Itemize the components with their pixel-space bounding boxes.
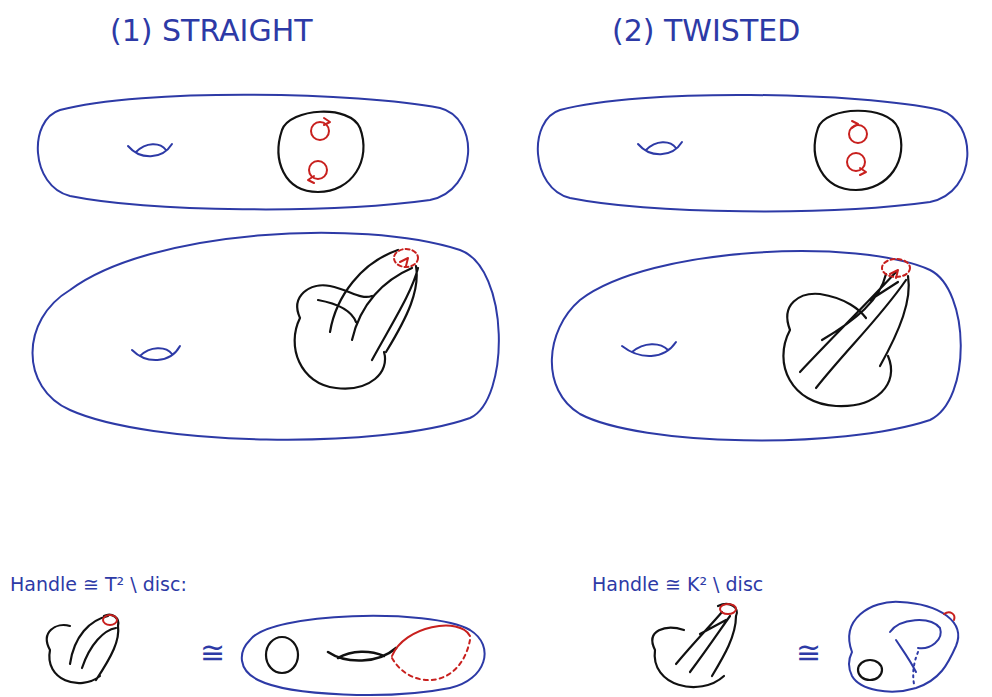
surface-outline — [38, 95, 468, 210]
surface-outline — [552, 251, 961, 440]
homeomorphism-sign: ≅ — [796, 636, 821, 671]
red-dashed-circle — [394, 249, 418, 267]
handle-base — [783, 294, 891, 406]
handle-tube — [318, 250, 418, 360]
homeomorphism-sign: ≅ — [200, 636, 225, 671]
surface-outline — [33, 233, 499, 440]
red-circle — [847, 153, 865, 171]
puncture — [858, 660, 882, 680]
red-arrow — [852, 121, 866, 175]
handle-caption: Handle ≅ K² \ disc — [592, 574, 763, 596]
small-handle — [47, 615, 118, 683]
red-mark — [944, 612, 954, 620]
genus-hole — [128, 144, 172, 156]
torus-outline — [242, 616, 485, 695]
red-circle — [309, 161, 327, 179]
red-dashed-circle — [882, 259, 910, 277]
surface-outline — [538, 95, 968, 211]
handle-tube — [800, 272, 909, 388]
klein-handle-inner — [890, 620, 941, 672]
red-circle — [720, 604, 736, 614]
klein-handle-dotted — [913, 652, 918, 684]
genus-hole — [132, 346, 180, 360]
red-arrow — [308, 118, 330, 183]
klein-outline — [849, 602, 958, 692]
disc — [279, 112, 364, 192]
puncture — [266, 637, 298, 673]
genus-hole — [638, 142, 682, 154]
red-curve — [392, 626, 470, 656]
section-heading: (1) STRAIGHT — [110, 14, 313, 49]
handle-caption: Handle ≅ T² \ disc: — [10, 574, 187, 596]
red-arrow — [890, 270, 898, 278]
red-circle — [103, 615, 117, 625]
red-arrow — [400, 258, 408, 266]
genus-hole — [622, 342, 676, 356]
torus-hole — [328, 648, 396, 661]
disc — [815, 111, 901, 190]
section-heading: (2) TWISTED — [612, 14, 800, 49]
red-curve-dashed — [392, 640, 470, 680]
small-handle — [652, 604, 736, 687]
